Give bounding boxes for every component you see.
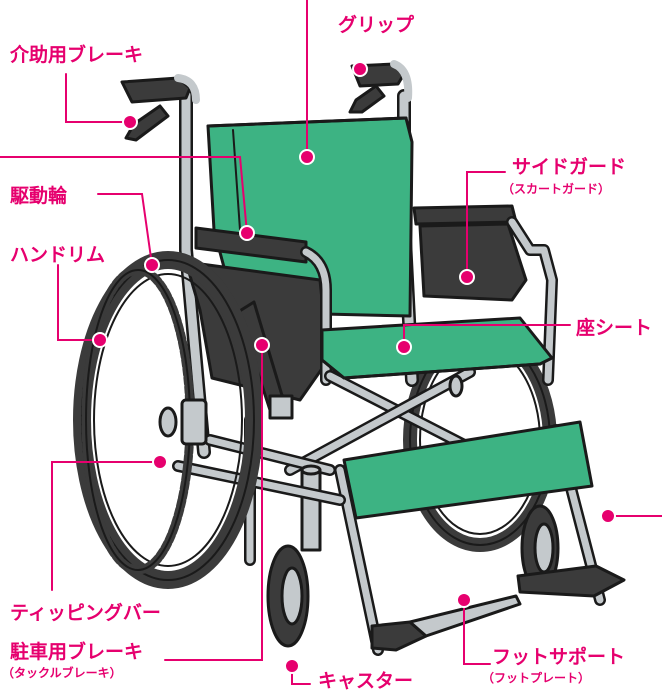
foot-plate-right [516,564,626,598]
label-handrim: ハンドリム [10,244,106,266]
seat [320,316,554,380]
dot-foot-support [456,592,472,608]
armrest-right [412,204,518,226]
leader-foot-support [463,599,491,665]
wheelchair-illustration [73,60,626,656]
leader-parking-brake [164,344,263,661]
dot-side-guard [459,269,475,285]
dot-backrest [299,149,315,165]
leader-side-guard [466,171,506,276]
axle-knob [158,406,178,438]
leader-seat [403,324,571,346]
leader-armrest [0,156,248,234]
label-side-guard-sub: （スカートガード） [502,182,611,196]
leader-handrim [57,264,101,341]
grip-left [120,76,192,104]
dot-drive-wheel [144,257,160,273]
leader-assist-brake [65,73,131,123]
dot-seat [396,339,412,355]
dot-leg-support [600,508,616,524]
label-foot-support: フットサポート [492,646,626,668]
leader-drive-wheel [97,193,153,266]
callout-dots [92,61,616,674]
label-caster: キャスター [318,670,414,692]
dot-parking-brake [254,337,270,353]
label-side-guard: サイドガード [512,156,627,178]
dot-assist-brake [122,114,138,130]
dot-handrim [92,332,108,348]
dot-armrest [239,225,255,241]
armrest-left [194,226,308,264]
dot-caster [284,658,300,674]
leg-strap [342,420,594,520]
label-parking-brake-sub: （タックルブレーキ） [2,666,122,680]
label-drive-wheel: 駆動輪 [10,185,68,207]
label-tipping-bar: ティッピングバー [10,602,161,624]
label-seat: 座シート [576,317,653,339]
dot-tipping-bar [152,454,168,470]
label-parking-brake: 駐車用ブレーキ [10,641,144,663]
label-foot-support-sub: （フットプレート） [482,671,591,685]
dot-grip [352,61,368,77]
side-guard-right [418,222,528,302]
assist-brake-lever [124,104,170,142]
foot-plate-left [370,620,428,652]
label-grip: グリップ [338,14,415,36]
label-assist-brake: 介助用ブレーキ [10,44,144,66]
leader-tipping-bar [51,461,159,591]
